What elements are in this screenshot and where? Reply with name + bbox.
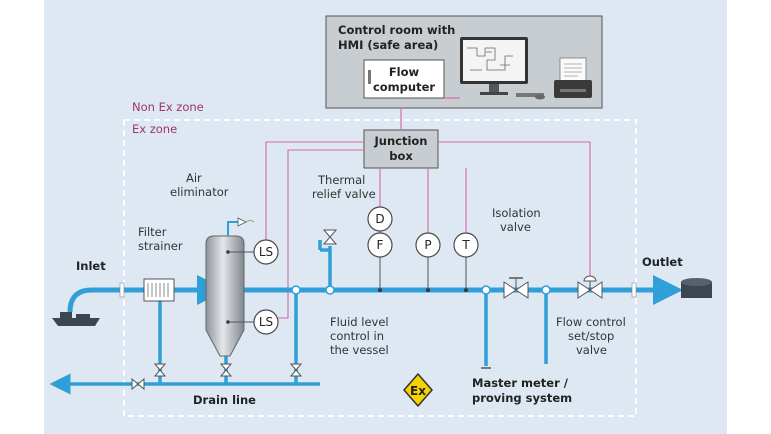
master-meter-label-2: proving system bbox=[472, 391, 572, 405]
inlet-label: Inlet bbox=[76, 259, 106, 273]
thermal-relief-label-1: Thermal bbox=[317, 173, 365, 187]
signal-lines bbox=[265, 141, 591, 319]
ex-zone-label: Ex zone bbox=[132, 122, 177, 136]
ex-symbol-text: Ex bbox=[410, 384, 426, 398]
flow-control-label-1: Flow control bbox=[556, 315, 626, 329]
pressure-circle bbox=[415, 232, 441, 258]
fluid-level-label-1: Fluid level bbox=[330, 315, 389, 329]
ls-bottom-circle bbox=[253, 309, 279, 335]
thermal-relief-label-2: relief valve bbox=[312, 187, 376, 201]
temperature-circle bbox=[453, 232, 479, 258]
isolation-valve-icon bbox=[503, 277, 529, 299]
fluid-level-label-2: control in bbox=[330, 329, 384, 343]
flow-computer-slot-icon bbox=[368, 70, 371, 84]
ship-icon bbox=[52, 312, 100, 326]
ls-top-circle bbox=[253, 239, 279, 265]
ls-bottom-label: LS bbox=[259, 315, 273, 329]
drain-line-label: Drain line bbox=[193, 393, 256, 407]
flow-circle bbox=[367, 232, 393, 258]
ls-top-label: LS bbox=[259, 245, 273, 259]
isolation-valve-label-1: Isolation bbox=[492, 206, 541, 220]
non-ex-zone-label: Non Ex zone bbox=[132, 100, 204, 114]
filter-strainer-label-1: Filter bbox=[138, 225, 167, 239]
thermal-relief-return bbox=[318, 240, 330, 252]
printer-icon bbox=[554, 57, 592, 98]
air-eliminator-label-2: eliminator bbox=[170, 185, 229, 199]
filter-strainer-label-2: strainer bbox=[138, 239, 183, 253]
outlet-label: Outlet bbox=[642, 255, 683, 269]
density-label: D bbox=[375, 212, 384, 226]
junction-box-label-1: Junction bbox=[374, 134, 428, 148]
ex-hazard-icon: Ex bbox=[403, 373, 433, 407]
hmi-monitor-icon bbox=[460, 37, 545, 100]
flow-computer-label-1: Flow bbox=[389, 65, 420, 79]
thermal-relief-valve-icon bbox=[322, 229, 338, 245]
pressure-label: P bbox=[424, 238, 431, 252]
flow-computer-label-2: computer bbox=[373, 80, 435, 94]
control-room-label-2: HMI (safe area) bbox=[338, 38, 438, 52]
flow-computer-box bbox=[363, 59, 445, 99]
control-room-label-1: Control room with bbox=[338, 23, 455, 37]
junction-box-label-2: box bbox=[389, 149, 413, 163]
flow-control-label-3: valve bbox=[576, 343, 607, 357]
air-eliminator-vessel bbox=[205, 217, 255, 357]
isolation-valve-label-2: valve bbox=[500, 220, 531, 234]
fluid-level-label-3: the vessel bbox=[330, 343, 389, 357]
filter-strainer-icon bbox=[143, 278, 175, 302]
drain-valve-icons bbox=[131, 363, 303, 391]
air-eliminator-label-1: Air bbox=[186, 171, 202, 185]
ex-zone-boundary bbox=[123, 119, 637, 417]
storage-tank-icon bbox=[681, 278, 712, 298]
flow-control-label-2: set/stop bbox=[568, 329, 614, 343]
master-meter-label-1: Master meter / bbox=[472, 376, 569, 390]
pipe-nodes bbox=[291, 285, 551, 295]
flow-label: F bbox=[377, 238, 384, 252]
flow-control-valve-icon bbox=[577, 275, 603, 299]
density-circle bbox=[367, 206, 393, 232]
temperature-label: T bbox=[461, 238, 470, 252]
